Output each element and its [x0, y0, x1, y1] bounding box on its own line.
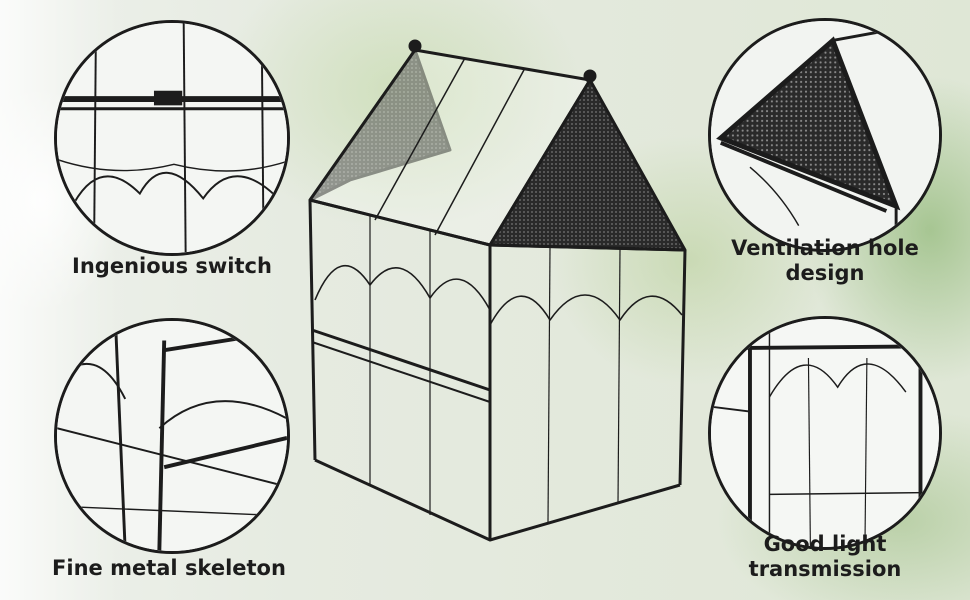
skeleton-closeup-illustration: [57, 321, 287, 551]
detail-circle-light-transmission: [708, 316, 942, 550]
caption-light-text: Good light transmission: [748, 532, 902, 581]
caption-ingenious-switch: Ingenious switch: [72, 254, 272, 278]
ventilation-closeup-illustration: [711, 21, 939, 249]
detail-circle-skeleton: [54, 318, 290, 554]
glass-closeup-illustration: [711, 319, 939, 547]
caption-ventilation-text: Ventilation hole design: [731, 236, 919, 285]
switch-closeup-illustration: [57, 23, 287, 253]
greenhouse-terrarium: [308, 39, 687, 542]
detail-circle-switch: [54, 20, 290, 256]
caption-good-light-transmission: Good light transmission: [700, 532, 950, 582]
caption-fine-metal-skeleton: Fine metal skeleton: [52, 556, 286, 580]
detail-circle-ventilation: [708, 18, 942, 252]
caption-ventilation-hole-design: Ventilation hole design: [700, 236, 950, 286]
